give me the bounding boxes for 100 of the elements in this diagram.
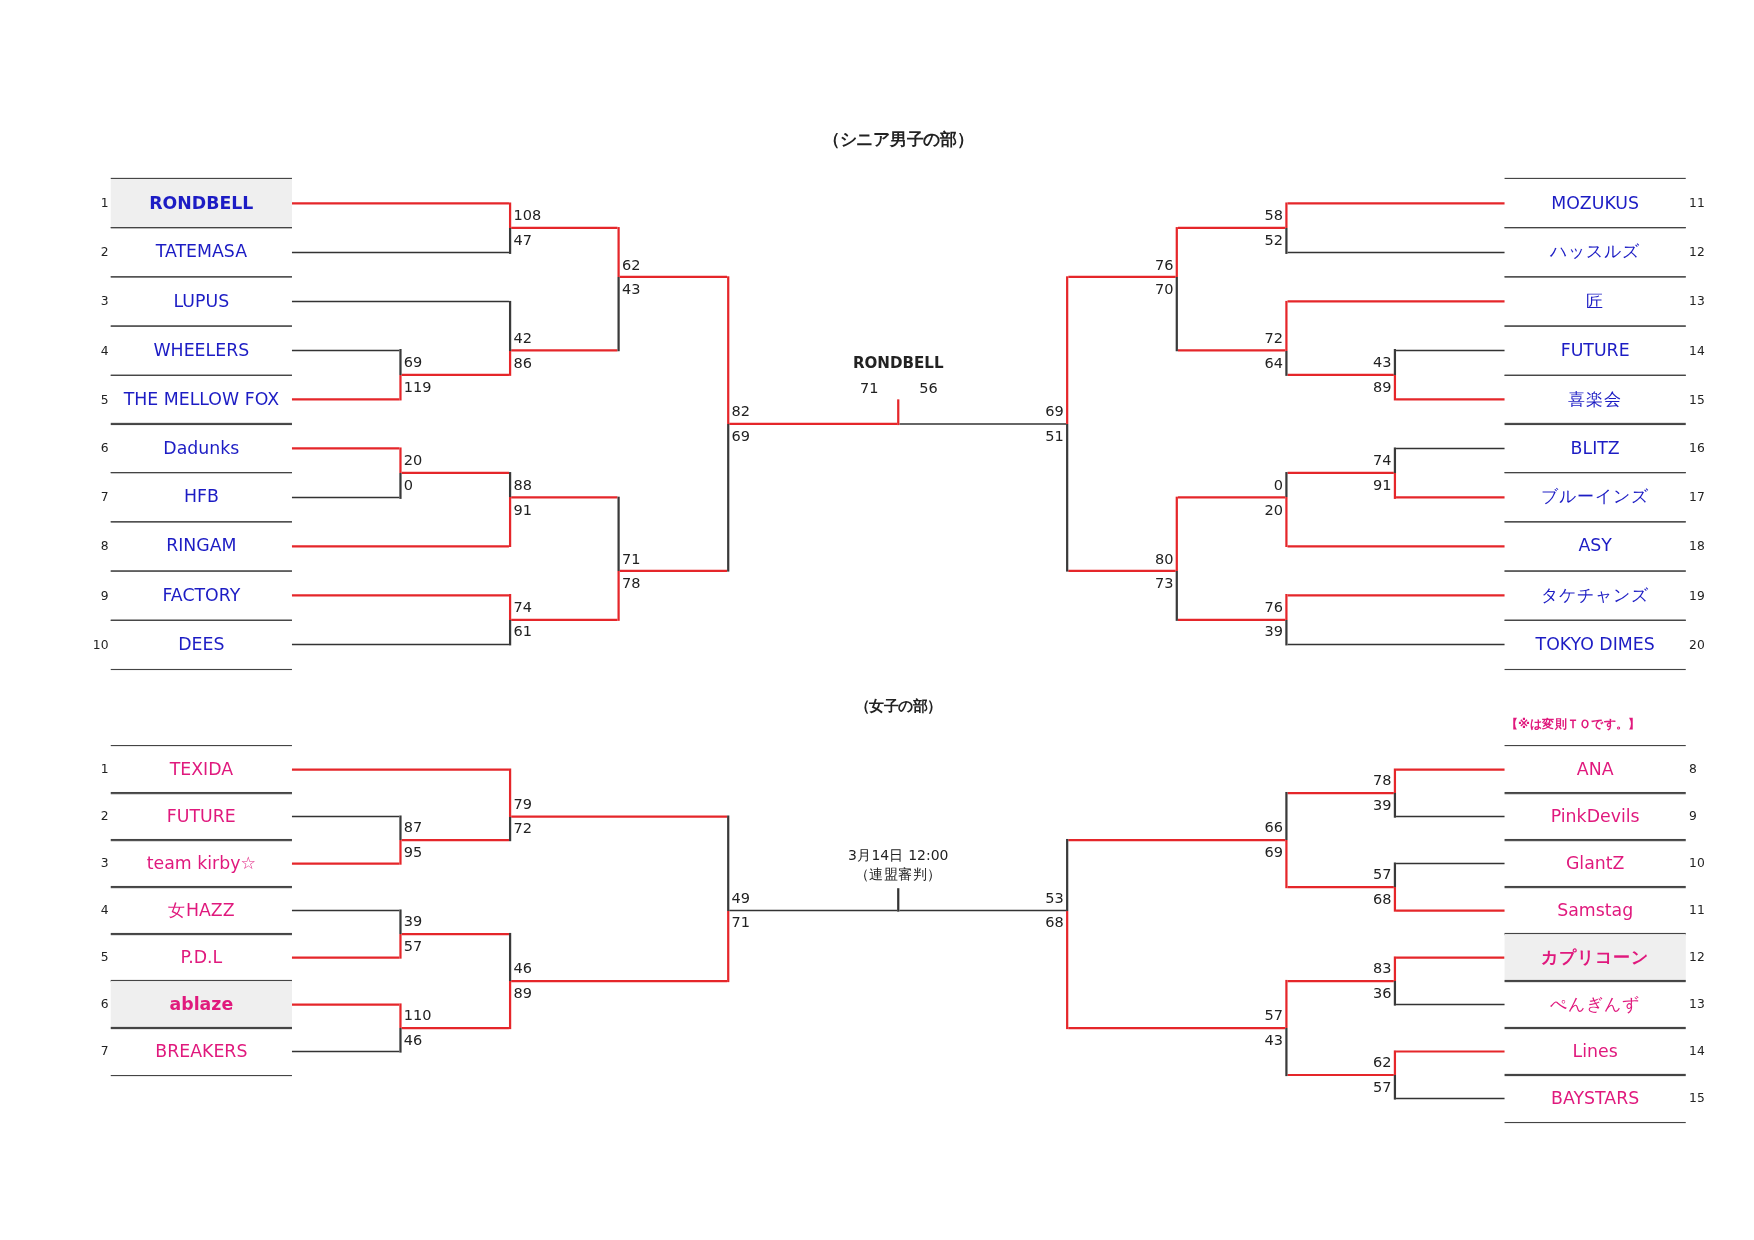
score: 49 [731,889,751,907]
score: 56 [919,379,938,397]
seed-number: 5 [100,950,109,965]
bracket-line [291,349,401,352]
bracket-line [1396,956,1505,959]
team-entry: FACTORY [110,570,292,621]
team-entry: WHEELERS [110,325,292,376]
bracket-line [1287,1073,1394,1077]
team-entry: HFB [110,472,292,523]
bracket-line [1396,1050,1505,1053]
score: 39 [1264,623,1284,641]
seed-number: 10 [1689,856,1705,871]
bracket-line [291,862,400,865]
score: 58 [1264,206,1284,225]
score: 87 [403,819,423,837]
score: 51 [1045,427,1064,445]
score: 89 [513,984,532,1003]
score: 78 [1373,772,1392,790]
bracket-line [291,496,401,499]
score: 72 [1264,329,1284,347]
bracket-line [1287,545,1505,548]
bracket-line [511,815,728,818]
score: 69 [403,353,423,372]
bracket-line [401,932,509,936]
seed-number: 8 [100,539,109,554]
team-entry: ablaze [110,980,292,1029]
score: 39 [403,913,423,931]
team-entry: ハッスルズ [1504,227,1686,278]
team-entry: DEES [110,619,292,670]
score: 70 [1154,280,1174,298]
team-entry: 女HAZZ [110,886,292,935]
bracket-junction [727,275,730,573]
bracket-line [1068,569,1176,573]
bracket-line [291,768,509,771]
bracket-junction [399,909,402,959]
score: 52 [1264,231,1284,249]
bracket-line [1395,349,1506,352]
team-entry: FUTURE [1504,325,1686,376]
bracket-line [291,1003,400,1006]
seed-number: 10 [92,637,109,652]
bracket-line [1395,1003,1506,1006]
team-entry: GlantZ [1504,839,1686,888]
score: 43 [1373,353,1392,372]
bracket-junction [897,888,900,912]
bracket-line [401,471,509,475]
seed-number: 13 [1689,294,1705,309]
bracket-junction [399,1003,402,1053]
score: 0 [1273,476,1284,494]
score: 76 [1154,255,1174,274]
seed-number: 6 [100,997,109,1012]
score: 43 [621,280,641,298]
match-schedule: 3月14日 12:00 [848,846,949,863]
bracket-line [1287,300,1505,303]
score: 69 [1045,402,1064,421]
bracket-line [729,422,898,426]
seed-number: 2 [100,245,109,260]
seed-number: 15 [1689,392,1705,407]
score: 57 [1373,866,1392,884]
bracket-line [898,423,1067,425]
seed-number: 17 [1689,490,1705,505]
bracket-line [1287,202,1505,205]
score: 88 [513,476,532,494]
team-entry: BAYSTARS [1504,1074,1686,1123]
bracket-line [511,979,728,983]
bracket-junction [1393,349,1397,401]
team-entry: ANA [1504,745,1686,794]
bracket-line [511,226,618,230]
seed-number: 9 [100,588,109,603]
score: 69 [731,427,751,445]
seed-number: 15 [1689,1091,1705,1106]
team-entry: RINGAM [110,521,292,572]
bracket-junction [508,300,512,377]
bracket-line [1396,768,1505,771]
score: 46 [403,1031,423,1049]
bracket-line [1286,643,1506,646]
score: 91 [513,501,532,519]
score: 71 [859,379,879,397]
score: 66 [1264,819,1284,837]
bracket-line [1395,815,1506,818]
bracket-junction [1393,956,1397,1006]
score: 78 [621,574,641,592]
bracket-line [291,251,510,254]
bracket-junction [1393,768,1397,818]
bracket-junction [1285,202,1288,254]
seed-number: 8 [1689,762,1697,777]
score: 69 [1264,843,1284,862]
bracket-line [291,300,510,303]
score: 82 [731,402,751,421]
team-entry: MOZUKUS [1504,178,1686,229]
team-entry: ASY [1504,521,1686,572]
team-entry: Dadunks [110,423,292,474]
bracket-line [1068,1026,1286,1030]
seed-number: 6 [100,441,109,456]
seed-number: 4 [100,903,109,918]
team-entry: team kirby☆ [110,839,292,888]
score: 91 [1373,476,1392,494]
score: 80 [1154,549,1174,568]
team-entry: BREAKERS [110,1027,292,1076]
bracket-junction [1285,792,1288,889]
score: 57 [403,937,423,956]
